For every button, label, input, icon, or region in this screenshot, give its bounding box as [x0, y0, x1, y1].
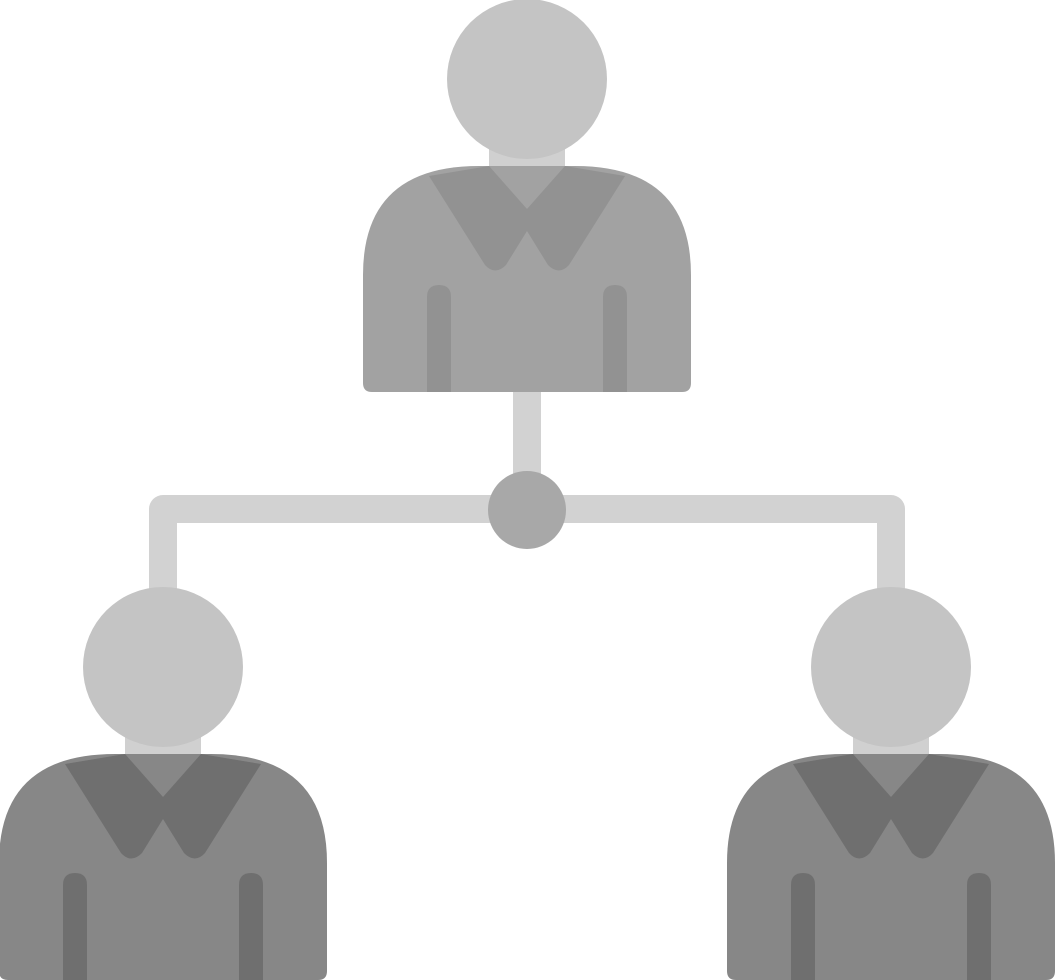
subordinate-right-person-icon — [727, 587, 1055, 980]
subordinate-right-head — [811, 587, 971, 747]
manager-body — [363, 166, 691, 392]
subordinate-right-collar-right — [891, 754, 989, 859]
subordinate-right-crease-left — [791, 873, 815, 980]
manager-collar-right — [527, 166, 625, 271]
manager-head — [447, 0, 607, 159]
subordinate-right-body — [727, 754, 1055, 980]
subordinate-left-person-icon — [0, 587, 327, 980]
hub-node — [488, 471, 566, 549]
subordinate-left-collar-right — [163, 754, 261, 859]
subordinate-left-head — [83, 587, 243, 747]
subordinate-right-crease-right — [967, 873, 991, 980]
subordinate-left-collar-left — [65, 754, 163, 859]
connector-stem — [513, 390, 541, 480]
subordinate-left-body — [0, 754, 327, 980]
manager-crease-left — [427, 285, 451, 392]
subordinate-left-crease-right — [239, 873, 263, 980]
manager-person-icon — [363, 0, 691, 392]
manager-collar-left — [429, 166, 527, 271]
subordinate-left-crease-left — [63, 873, 87, 980]
subordinate-right-collar-left — [793, 754, 891, 859]
manager-crease-right — [603, 285, 627, 392]
